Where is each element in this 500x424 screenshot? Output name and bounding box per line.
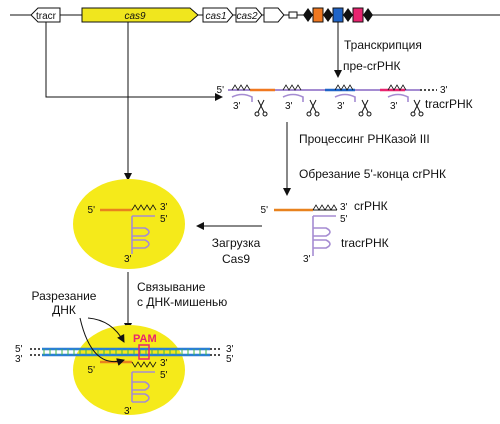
binding-label-line1: Связывание	[137, 280, 206, 294]
pre-crrna-5-end: 5'	[217, 85, 225, 96]
bound-tracr-3-end: 3'	[124, 406, 132, 417]
transcription-label: Транскрипция	[344, 38, 422, 52]
loading-label-line1: Загрузка	[212, 236, 261, 250]
cas9-gene-label: cas9	[124, 11, 146, 22]
complex-crrna-5-end: 5'	[88, 205, 96, 216]
complex-tracr-5-end: 5'	[160, 214, 168, 225]
pre-crrna-label: пре-crРНК	[343, 59, 401, 73]
pre-crrna-3-end: 3'	[440, 85, 448, 96]
mature-crrna-duplex: 5' 3' 5' 3'	[261, 202, 348, 265]
processing-label: Процессинг РНКазой III	[299, 132, 430, 146]
tracrrna-label-2: tracrРНК	[341, 236, 389, 250]
cas9-gene: cas9	[81, 7, 199, 23]
crispr-locus: tracr cas9 cas1 cas2	[10, 7, 500, 23]
trimming-label: Обрезание 5'-конца crРНК	[299, 167, 446, 181]
dna-bottom-5-end: 5'	[226, 354, 234, 365]
cleavage-arrow-bottom	[79, 317, 125, 366]
bound-tracr-5-end: 5'	[160, 370, 168, 381]
cleavage-label-line1: Разрезание	[32, 289, 97, 303]
tracr-3-end-4: 3'	[390, 101, 398, 112]
crrna-label: crРНК	[354, 199, 388, 213]
target-bound-complex: 5' 3' 3' 5' 5' 3' 5' 3' PAM	[15, 317, 234, 417]
tracr-gene-label: tracr	[36, 11, 57, 22]
cas1-gene-label: cas1	[205, 11, 226, 22]
csn2-gene	[263, 7, 285, 23]
cas9-protein-bound	[73, 325, 185, 415]
crispr-array	[303, 7, 373, 23]
complex-crrna-3-end: 3'	[160, 202, 168, 213]
tracr-transcription-arrow	[45, 22, 223, 101]
cas2-gene-label: cas2	[236, 11, 258, 22]
tracr-3-end-2: 3'	[285, 101, 293, 112]
cas9-protein	[73, 179, 185, 269]
pre-crrna-complex: 5' 3' 3' 3' 3' 3'	[217, 84, 448, 117]
dna-bottom-3-end: 3'	[15, 354, 23, 365]
flow-arrows	[45, 22, 342, 331]
bound-crrna-3-end: 3'	[160, 358, 168, 369]
tracrrna-label: tracrРНК	[425, 97, 473, 111]
dna-top-5-end: 5'	[15, 344, 23, 355]
tracr-3-end-3: 3'	[337, 101, 345, 112]
dna-top-3-end: 3'	[226, 344, 234, 355]
leader-box	[288, 11, 298, 19]
cleavage-label-line2: ДНК	[52, 303, 76, 317]
pam-box	[138, 344, 150, 360]
tracr-3-end-1: 3'	[233, 101, 241, 112]
cas1-gene: cas1	[202, 7, 234, 23]
tracr-5-end: 5'	[340, 214, 348, 225]
scissors-icon	[254, 99, 424, 117]
cleavage-arrow-top	[87, 317, 125, 343]
cas2-gene: cas2	[235, 7, 263, 23]
bound-crrna-5-end: 5'	[88, 365, 96, 376]
binding-label-line2: с ДНК-мишенью	[137, 295, 227, 309]
crrna-3-end: 3'	[340, 202, 348, 213]
crrna-5-end: 5'	[261, 205, 269, 216]
tracr-gene: tracr	[30, 7, 61, 23]
loading-label-line2: Cas9	[222, 252, 250, 266]
pam-label: PAM	[133, 333, 157, 345]
complex-tracr-3-end: 3'	[124, 254, 132, 265]
tracr-3-end-mature: 3'	[303, 254, 311, 265]
cas9-grna-complex: 5' 3' 5' 3'	[73, 179, 185, 269]
